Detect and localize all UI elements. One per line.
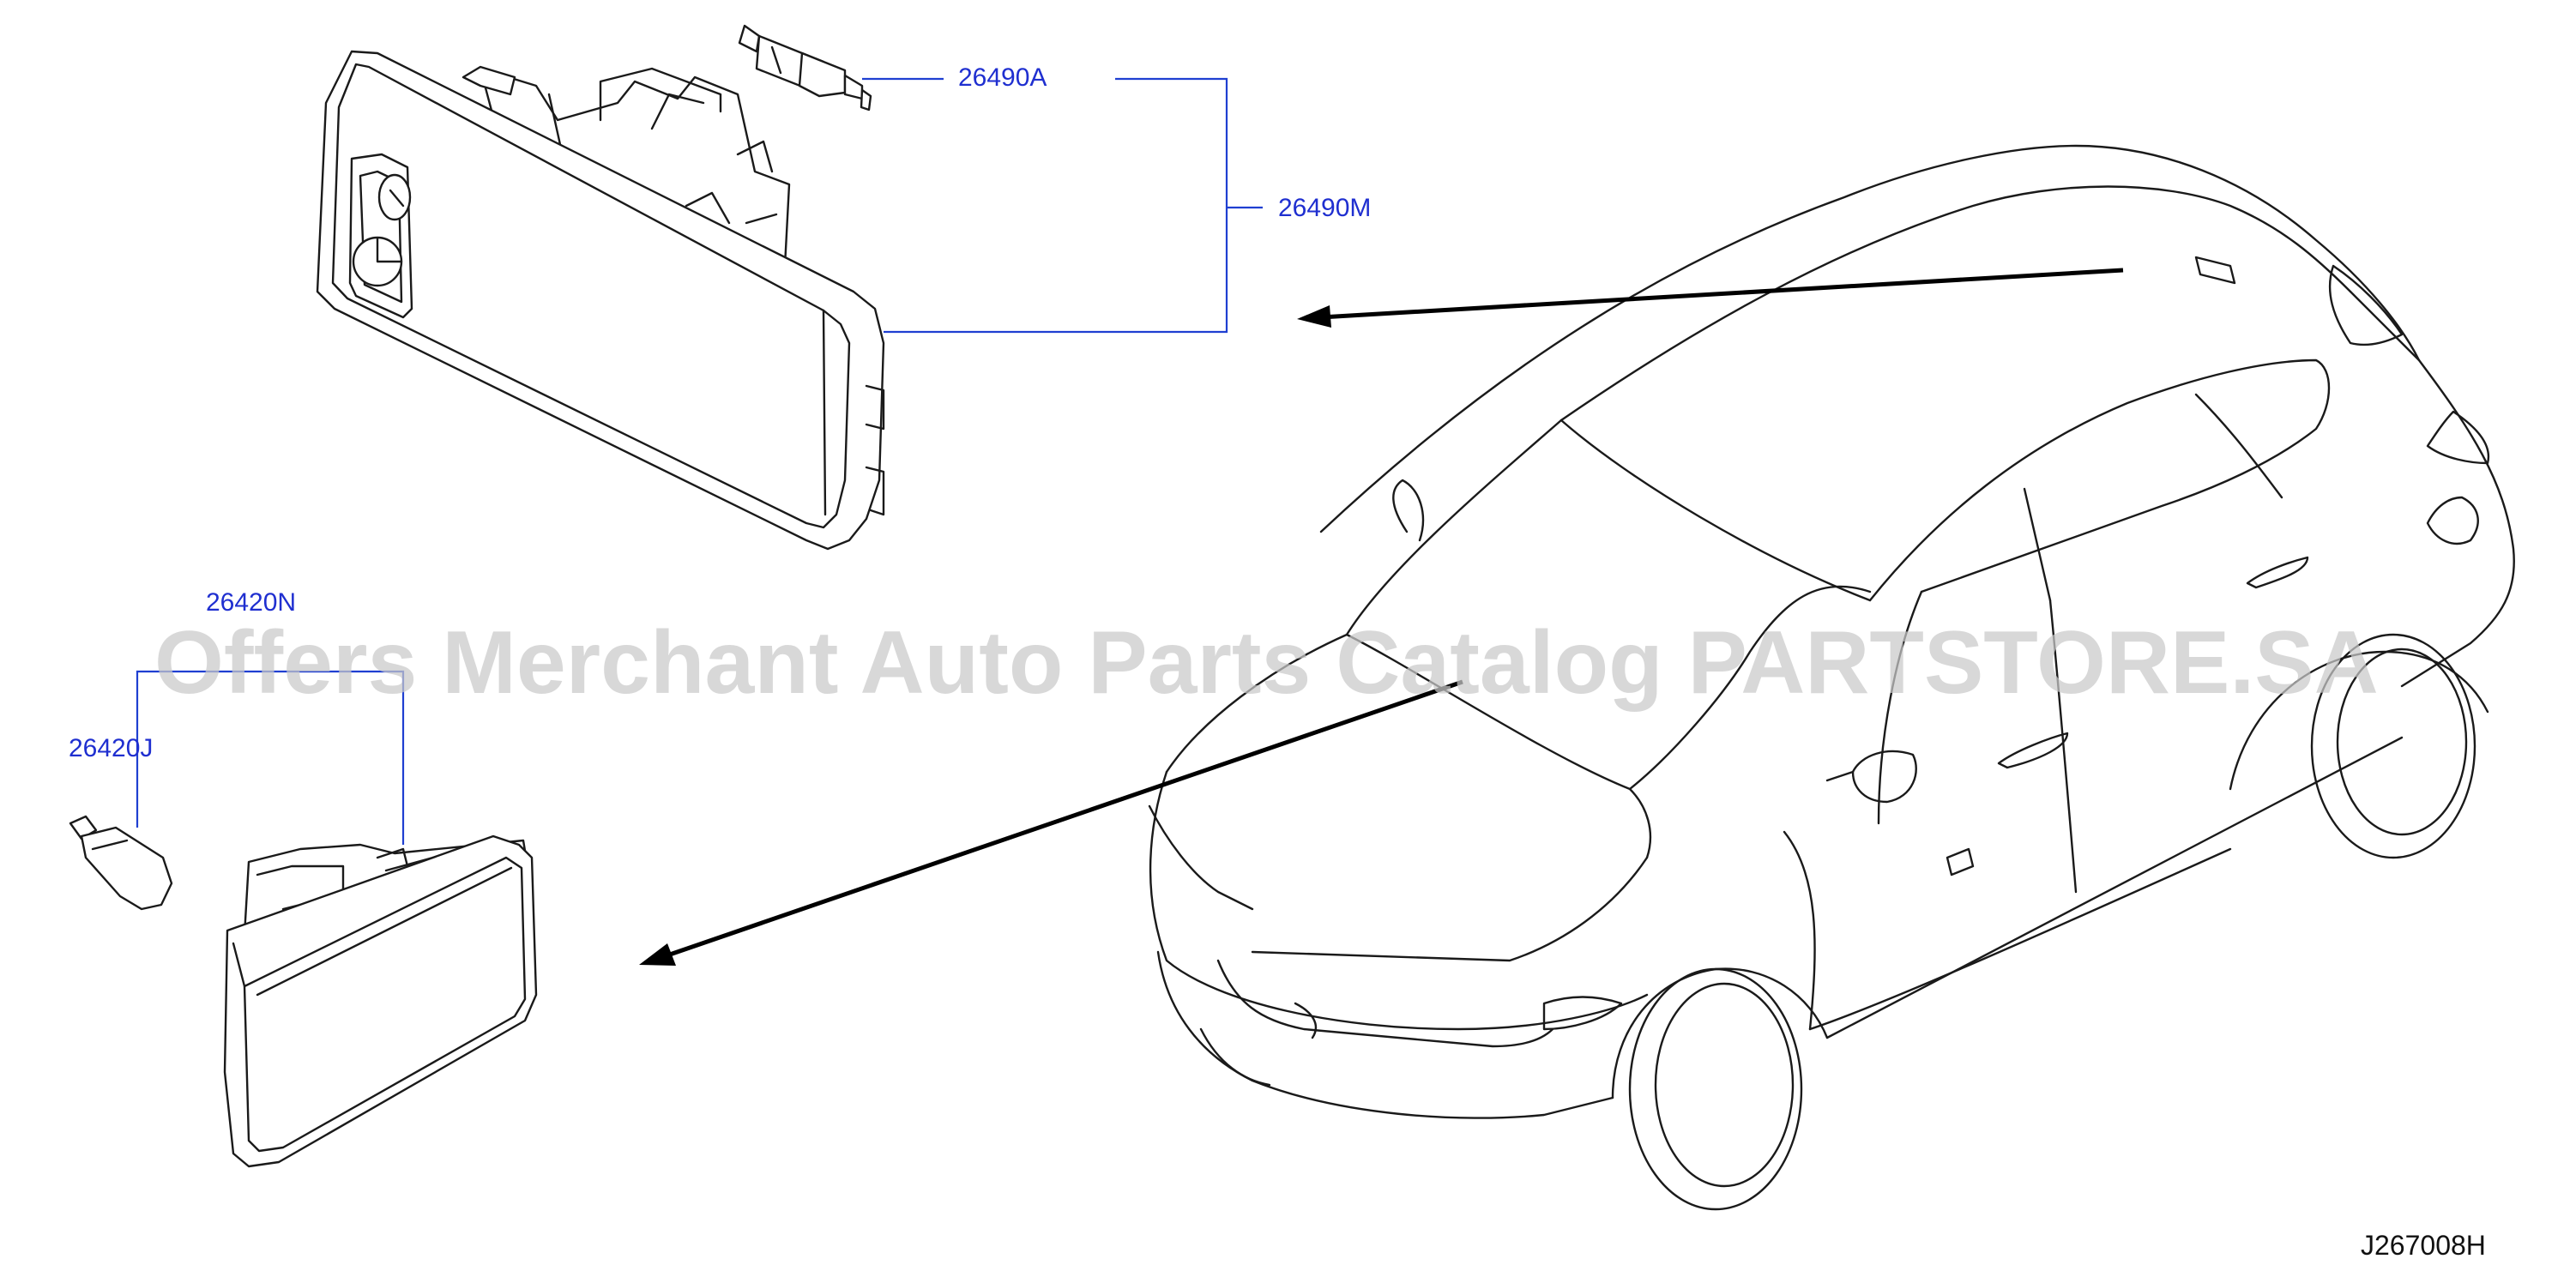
- part-label-26420j[interactable]: 26420J: [69, 734, 153, 762]
- vehicle-outline: [1148, 144, 2515, 1211]
- room-lamp-assembly[interactable]: [316, 50, 885, 551]
- leader-lines-lower: [136, 670, 405, 845]
- callout-arrows: [639, 268, 2124, 966]
- part-label-26490a[interactable]: 26490A: [958, 63, 1047, 92]
- festoon-bulb[interactable]: [738, 24, 872, 111]
- watermark-text: Offers Merchant Auto Parts Catalog PARTS…: [154, 613, 2379, 713]
- drawing-code: J267008H: [2361, 1230, 2486, 1261]
- wedge-bulb[interactable]: [69, 815, 173, 911]
- part-label-26420n[interactable]: 26420N: [206, 588, 296, 617]
- leader-lines-upper: [862, 77, 1263, 334]
- map-lamp-assembly[interactable]: [223, 834, 538, 1168]
- part-label-26490m[interactable]: 26490M: [1278, 194, 1371, 222]
